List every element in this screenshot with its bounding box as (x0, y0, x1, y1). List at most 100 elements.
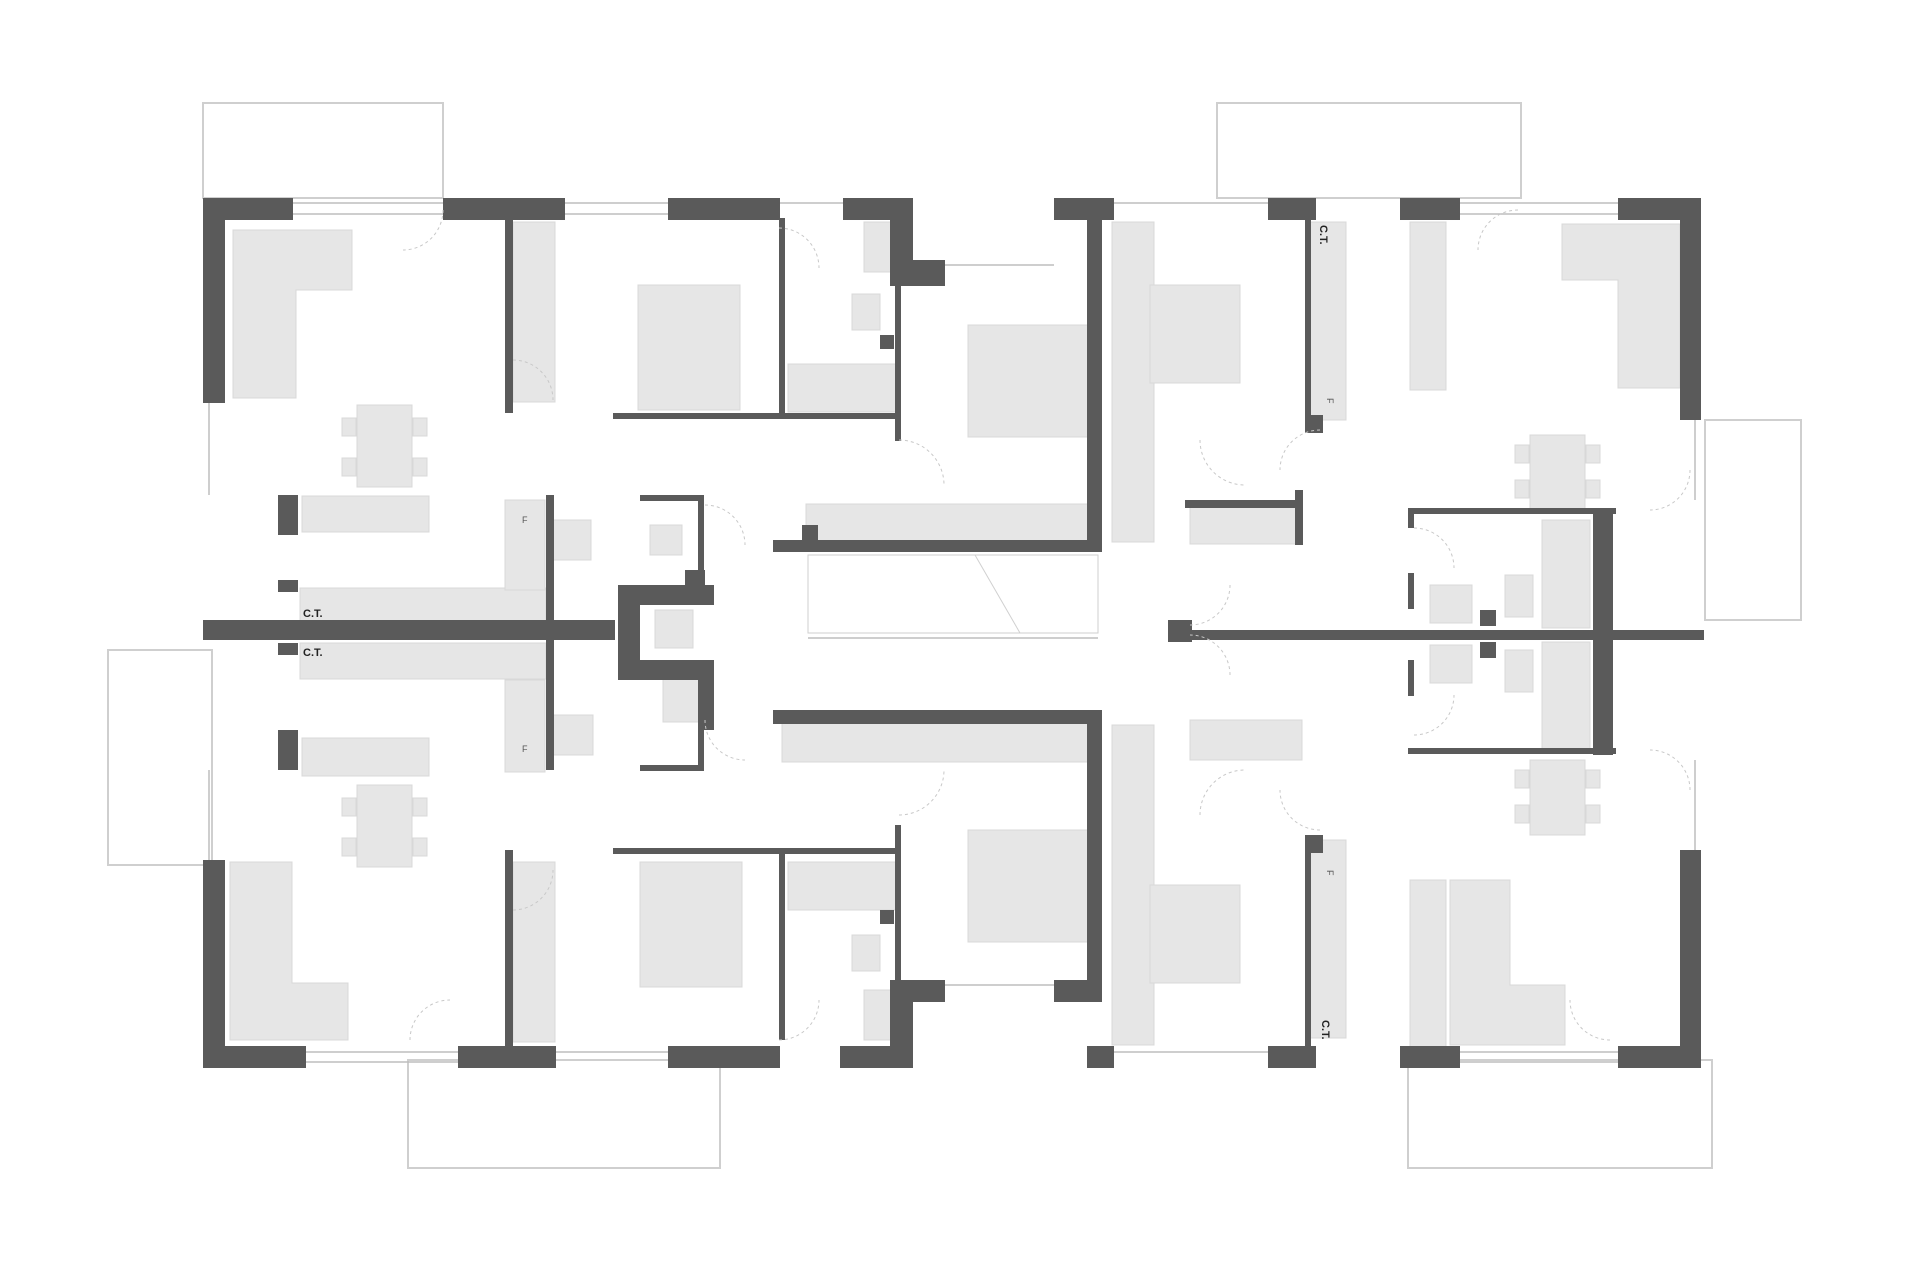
wall (890, 980, 945, 1002)
balcony-top-right (1216, 102, 1522, 199)
staircase (807, 554, 1099, 639)
bathtub (1541, 641, 1591, 751)
wall (443, 198, 565, 220)
wall (698, 495, 704, 585)
door-swing (1569, 999, 1611, 1041)
wall (895, 286, 901, 441)
dining-table-top-left (356, 404, 413, 488)
bathtub (787, 363, 899, 413)
wall (698, 700, 704, 770)
wall (1480, 642, 1496, 658)
dining-table-bottom-left (356, 784, 413, 868)
wall (1168, 630, 1704, 640)
wall (546, 495, 554, 625)
wall (546, 640, 554, 770)
wall (613, 413, 895, 419)
balcony-top-left (202, 102, 444, 199)
wall (1593, 578, 1613, 638)
kitchen-column (504, 499, 546, 591)
island (1409, 221, 1447, 391)
label-f-left-bottom: F (522, 744, 528, 754)
wall (613, 848, 895, 854)
sofa-bottom-right (1449, 879, 1566, 1046)
wall (895, 825, 901, 985)
door-swing (778, 227, 820, 269)
basin (654, 609, 694, 649)
door-swing (1649, 749, 1691, 791)
wardrobe (1111, 724, 1155, 1046)
door-swing (1189, 634, 1231, 676)
balcony-bottom-right (1407, 1059, 1713, 1169)
island (1409, 879, 1447, 1049)
wall (1593, 508, 1613, 578)
wall (1087, 198, 1114, 220)
bed (1149, 284, 1241, 384)
wall (1305, 415, 1323, 433)
chair (412, 457, 428, 477)
wall (203, 198, 293, 220)
wall (1400, 1046, 1460, 1068)
balconies (107, 102, 1802, 1169)
wall (1680, 198, 1701, 420)
wall (458, 1046, 556, 1068)
kitchen-counter (299, 642, 547, 680)
chair (1585, 769, 1601, 789)
wall (1618, 1046, 1701, 1068)
wall (640, 765, 704, 771)
chair (1585, 804, 1601, 824)
toilet (1504, 649, 1534, 693)
chair (1514, 479, 1530, 499)
chair (1585, 479, 1601, 499)
balcony-left-bottom (107, 649, 213, 866)
wall (618, 585, 640, 663)
wall (278, 643, 298, 655)
wall (618, 585, 714, 605)
door-swing (512, 359, 554, 401)
wall (779, 850, 785, 1040)
windows (208, 202, 1696, 1063)
island-top-left (301, 495, 430, 533)
door-swing (1279, 789, 1321, 831)
wall (1408, 748, 1616, 754)
door-swing (898, 769, 945, 816)
door-swing (704, 504, 746, 546)
door-swing (1279, 429, 1321, 471)
dining-table-bottom-right (1529, 759, 1586, 836)
wall (278, 580, 298, 592)
door-swing (1189, 584, 1231, 626)
island-bottom-left (301, 737, 430, 777)
wall (203, 860, 225, 1068)
toilet (851, 293, 881, 331)
basin (863, 989, 895, 1041)
label-ct-left-bottom: C.T. (303, 647, 323, 659)
wall (1295, 490, 1303, 545)
label-ct-right-top: C.T. (1317, 225, 1329, 245)
wall (802, 525, 818, 541)
wall (1305, 835, 1323, 853)
bed (639, 861, 743, 988)
toilet (552, 714, 594, 756)
toilet (851, 934, 881, 972)
wall (890, 260, 945, 286)
door-swing (1199, 439, 1246, 486)
basin (662, 671, 700, 723)
wall (1087, 1046, 1114, 1068)
wall (1680, 850, 1701, 1068)
sofa-bottom-left (229, 861, 349, 1041)
door-swing (704, 719, 746, 761)
door-swing (1477, 209, 1519, 251)
chair (1585, 444, 1601, 464)
wall (773, 710, 1102, 724)
balcony-right-top (1704, 419, 1802, 621)
stair-flight (807, 554, 1099, 634)
label-f-right-bottom: F (1325, 870, 1335, 876)
wall (668, 198, 780, 220)
chair (412, 837, 428, 857)
walls (203, 198, 1704, 1068)
furniture (229, 221, 1681, 1049)
wall (278, 495, 298, 535)
chair (341, 457, 357, 477)
basin (1429, 584, 1473, 624)
bed (1149, 884, 1241, 984)
